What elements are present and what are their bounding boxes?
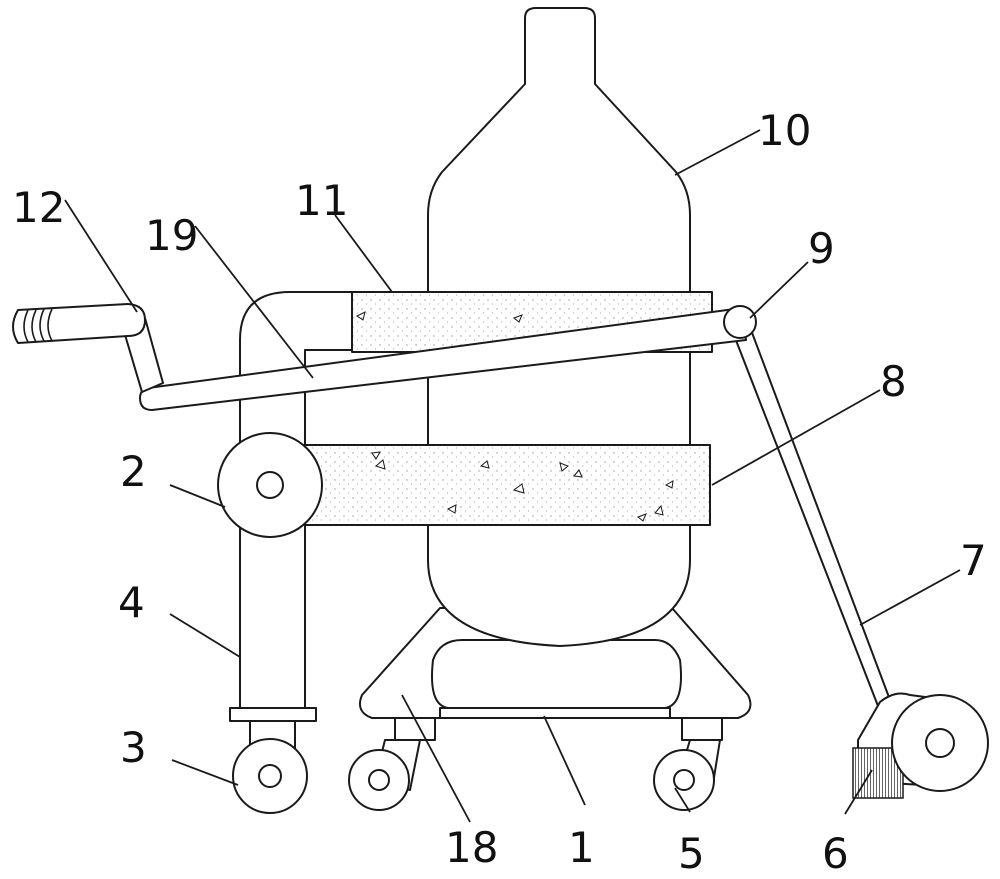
wheel-2-hub (256, 471, 284, 499)
label-5: 5 (678, 829, 705, 878)
label-2: 2 (120, 447, 147, 496)
leg-collar (229, 707, 317, 722)
label-9: 9 (808, 224, 835, 273)
label-3: 3 (120, 723, 147, 772)
caster-left (348, 717, 436, 811)
strap-texture (356, 311, 674, 522)
label-4: 4 (118, 578, 145, 627)
label-19: 19 (145, 211, 198, 260)
pivot-9 (723, 305, 757, 339)
label-12: 12 (12, 183, 65, 232)
lower-strap-fill (306, 446, 709, 524)
base-stand-inner (431, 639, 682, 709)
label-1: 1 (568, 823, 595, 872)
grip-rings (23, 308, 53, 343)
label-11: 11 (295, 176, 348, 225)
rear-wheel-hub (925, 728, 955, 758)
label-18: 18 (445, 823, 498, 872)
label-8: 8 (880, 357, 907, 406)
push-rod (731, 321, 891, 707)
label-10: 10 (758, 106, 811, 155)
caster-right (653, 717, 723, 811)
handle-grip (12, 303, 146, 344)
caster-axle-3 (258, 764, 282, 788)
base-plate (439, 707, 671, 719)
label-7: 7 (960, 536, 987, 585)
leader-lines (64, 129, 961, 823)
label-6: 6 (822, 829, 849, 878)
